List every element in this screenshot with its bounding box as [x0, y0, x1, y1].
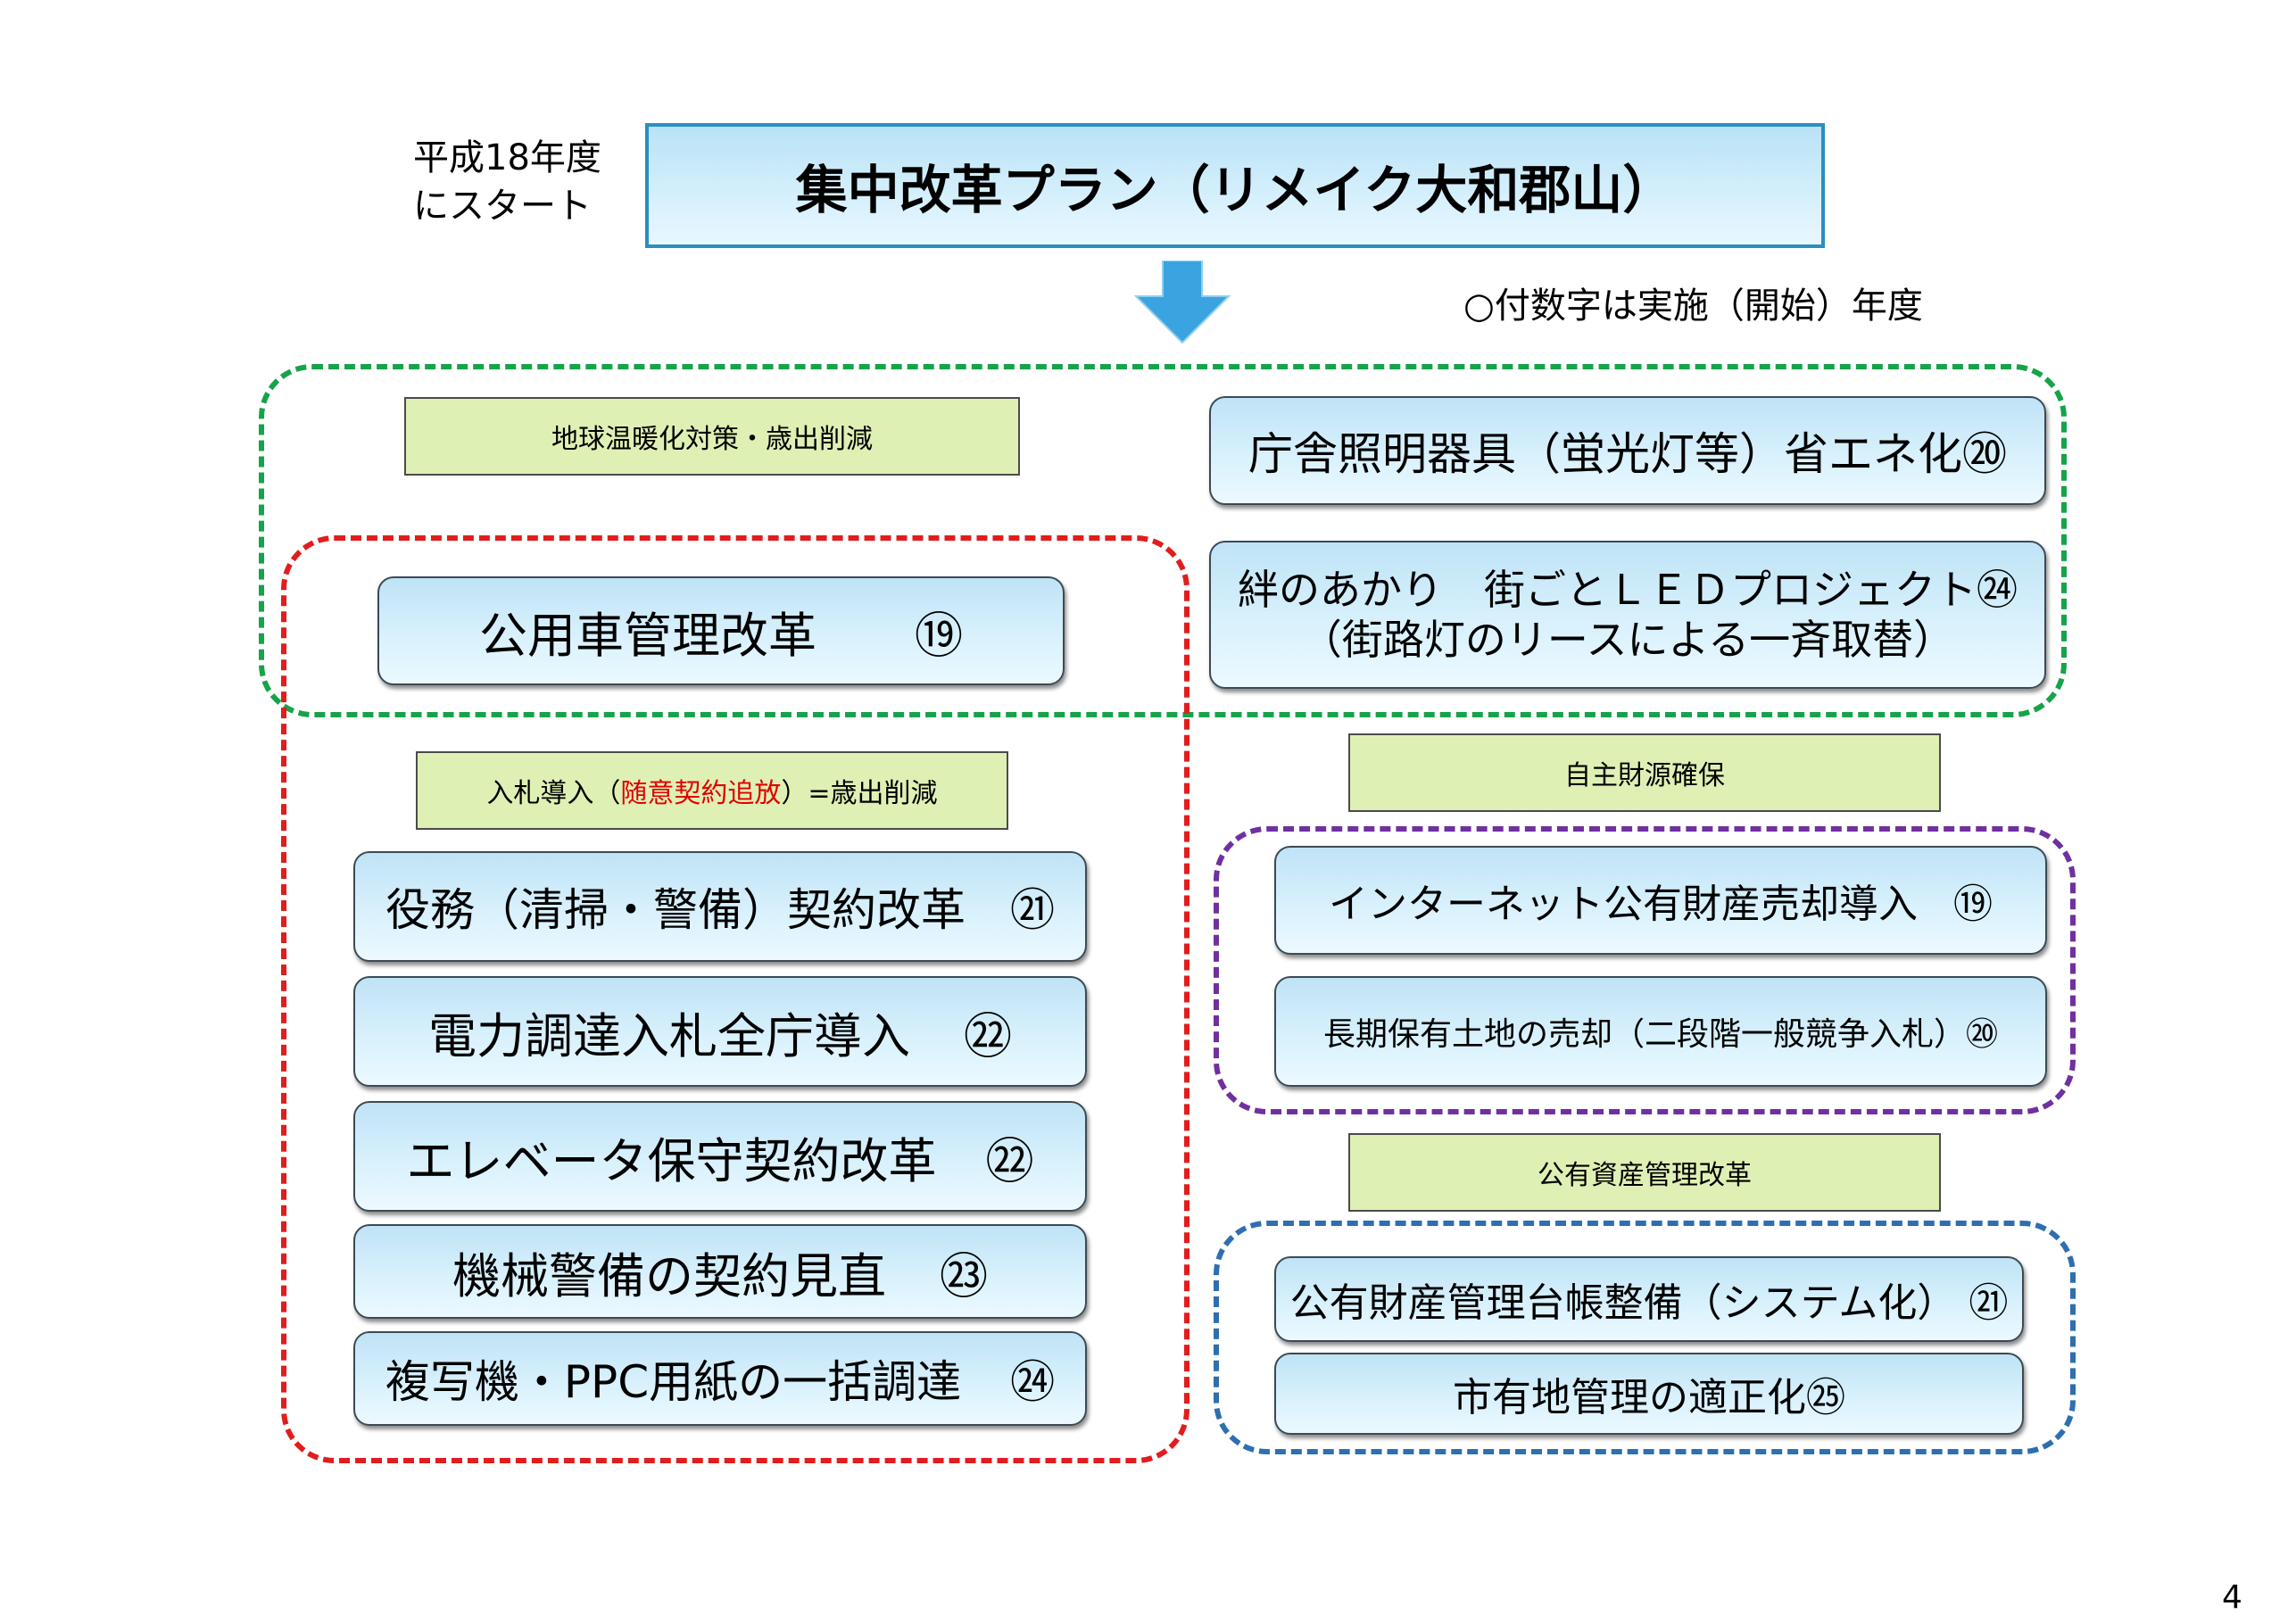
page-number: 4 — [2222, 1579, 2242, 1616]
purple-group-border — [1214, 826, 2076, 1114]
page-title: 集中改革プラン（リメイク大和郡山） — [795, 160, 1675, 220]
item-land-sale: 長期保有土地の売却（二段階一般競争入札）⑳ — [1274, 976, 2047, 1087]
label-global-warming: 地球温暖化対策・歳出削減 — [404, 397, 1020, 476]
start-note-line2: にスタート — [413, 186, 592, 227]
label-bidding-highlight: 随意契約追放 — [620, 778, 782, 809]
title-box: 集中改革プラン（リメイク大和郡山） — [645, 123, 1825, 248]
item-asset-ledger: 公有財産管理台帳整備（システム化）㉑ — [1274, 1256, 2024, 1342]
green-group-border — [259, 364, 2067, 717]
label-asset-management: 公有資産管理改革 — [1348, 1133, 1941, 1212]
start-note-line1: 平成18年度 — [413, 137, 601, 178]
label-revenue: 自主財源確保 — [1348, 733, 1941, 812]
blue-group-border — [1214, 1221, 2076, 1454]
item-led-project: 絆のあかり 街ごとＬＥＤプロジェクト㉔ （街路灯のリースによる一斉取替） — [1209, 541, 2046, 689]
red-group-border — [281, 535, 1189, 1463]
down-arrow-icon — [1133, 261, 1231, 344]
year-footnote: ○付数字は実施（開始）年度 — [1463, 286, 1923, 327]
start-note: 平成18年度 にスタート — [413, 134, 618, 230]
label-bidding: 入札導入（随意契約追放）=歳出削減 — [416, 751, 1008, 830]
